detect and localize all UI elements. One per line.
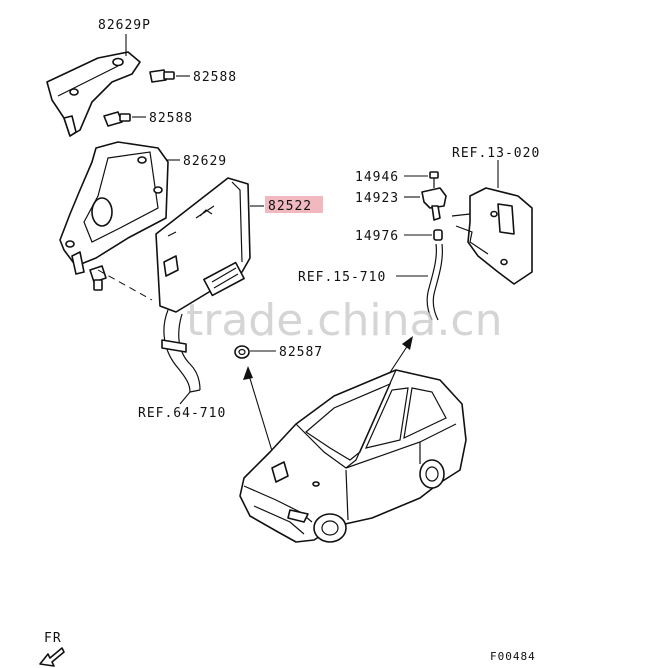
upper-bracket-82629p: [46, 51, 141, 137]
location-arrowhead-sensor: [402, 336, 413, 350]
location-arrow-ecu: [247, 371, 277, 465]
label-82588-a: 82588: [193, 70, 237, 85]
label-14946: 14946: [355, 170, 399, 185]
hose-ref-15-710: [426, 243, 443, 321]
figure-code: F00484: [490, 650, 536, 663]
grommet-14976: [433, 229, 443, 241]
side-bracket-ref-13-020: [451, 187, 533, 285]
label-82629p: 82629P: [98, 18, 151, 33]
label-82522-highlight: [265, 196, 323, 213]
vehicle-outline: [239, 369, 467, 543]
label-82629: 82629: [183, 154, 227, 169]
label-82588-b: 82588: [149, 111, 193, 126]
front-orientation-mark: FR: [39, 631, 65, 667]
label-ref-13-020: REF.13-020: [452, 146, 540, 161]
orientation-label: FR: [44, 631, 62, 646]
location-arrowhead-ecu: [243, 366, 253, 380]
watermark: trade.china.cn: [186, 295, 503, 346]
label-ref-64-710: REF.64-710: [138, 406, 226, 421]
sensor-14923: [421, 187, 447, 221]
bolt-82588-a: [149, 69, 175, 83]
screw-14946: [429, 171, 439, 188]
label-82587: 82587: [279, 345, 323, 360]
label-14976: 14976: [355, 229, 399, 244]
label-82522: 82522: [268, 199, 312, 214]
nut-82587: [234, 345, 250, 359]
label-ref-15-710: REF.15-710: [298, 270, 386, 285]
front-arrow-icon: [39, 647, 65, 667]
label-14923: 14923: [355, 191, 399, 206]
bolt-82588-b: [103, 111, 131, 127]
main-bracket-82629: [59, 141, 169, 275]
harness-ref-64-710: [161, 309, 201, 393]
leader-ref-64-710: [179, 391, 191, 405]
bolt-bracket-lower: [89, 265, 107, 291]
ecu-82522: [155, 177, 251, 313]
